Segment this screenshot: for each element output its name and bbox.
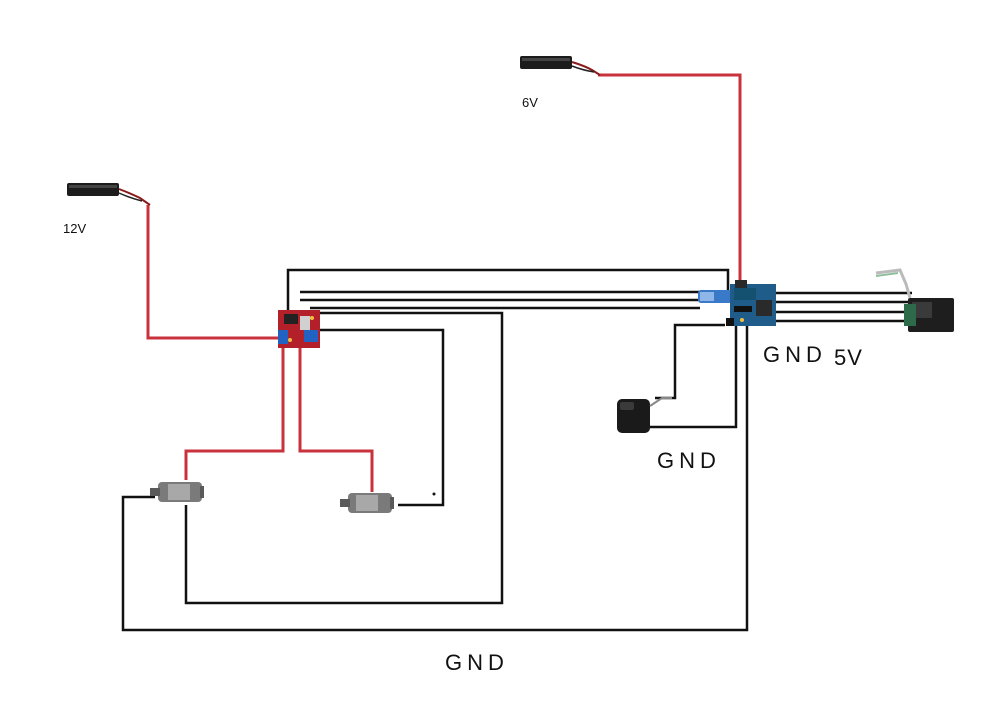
label-gnd-arduino: GND <box>763 342 827 367</box>
power-wires <box>146 73 742 492</box>
motor-left-icon <box>150 482 204 502</box>
wire-driver-to-left-motor <box>184 340 285 480</box>
wire-driver-to-right-motor <box>298 340 374 492</box>
arduino-icon <box>698 280 776 326</box>
motor-right-icon <box>340 493 394 513</box>
wire-12v-to-driver <box>146 205 282 340</box>
wire-driver-to-motor-loop <box>184 311 504 605</box>
label-12v: 12V <box>63 221 87 236</box>
junction-dot <box>432 492 436 496</box>
sensor-module-icon <box>875 268 954 332</box>
label-gnd-bottom: GND <box>445 650 509 675</box>
wire-loop-top <box>286 268 730 312</box>
battery-6v-icon <box>520 56 601 76</box>
battery-12v-icon <box>67 183 151 206</box>
wire-6v-to-arduino <box>598 73 742 290</box>
wire-driver-to-right-motor-signal <box>320 328 445 507</box>
motor-driver-icon <box>278 310 320 348</box>
label-6v: 6V <box>522 95 538 110</box>
servo-icon <box>617 397 672 433</box>
wire-servo-signal <box>655 323 725 400</box>
wire-gnd-bottom <box>121 325 749 632</box>
label-gnd-servo: GND <box>657 448 721 473</box>
wire-servo-gnd <box>650 325 738 429</box>
label-5v: 5V <box>834 345 863 370</box>
